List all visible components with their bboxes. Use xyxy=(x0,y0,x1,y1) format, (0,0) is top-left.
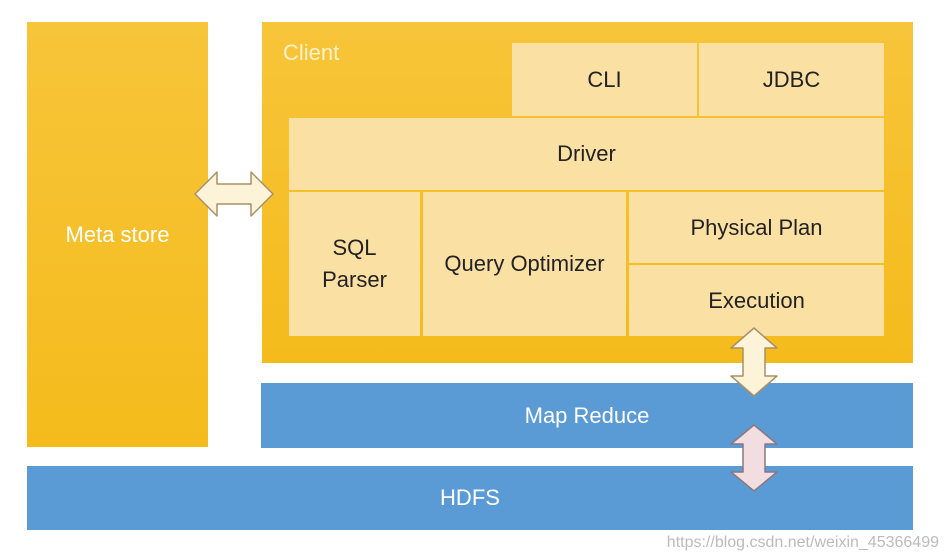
cli-label: CLI xyxy=(587,66,622,92)
mapreduce-hdfs-arrow-icon xyxy=(730,424,778,492)
cli-box: CLI xyxy=(512,43,697,116)
query-optimizer-box: Query Optimizer xyxy=(423,192,626,336)
hdfs-box: HDFS xyxy=(27,466,913,530)
jdbc-label: JDBC xyxy=(762,66,821,92)
execution-mapreduce-arrow-icon xyxy=(730,327,778,397)
execution-box: Execution xyxy=(629,265,884,336)
execution-label: Execution xyxy=(708,287,805,313)
client-label: Client xyxy=(283,40,340,65)
mapreduce-box: Map Reduce xyxy=(261,383,913,448)
driver-label: Driver xyxy=(557,141,616,166)
mapreduce-label: Map Reduce xyxy=(524,402,650,428)
sql-parser-label-line2: Parser xyxy=(322,267,387,292)
sql-parser-box: SQL Parser xyxy=(289,192,420,336)
metastore-label: Meta store xyxy=(65,221,170,247)
jdbc-box: JDBC xyxy=(699,43,884,116)
physical-plan-box: Physical Plan xyxy=(629,192,884,263)
metastore-client-arrow-icon xyxy=(194,171,274,217)
query-optimizer-label: Query Optimizer xyxy=(444,251,605,276)
watermark-text: https://blog.csdn.net/weixin_45366499 xyxy=(666,534,939,551)
metastore-box: Meta store xyxy=(27,22,208,447)
hdfs-label: HDFS xyxy=(440,485,500,510)
physical-plan-label: Physical Plan xyxy=(690,214,823,240)
driver-box: Driver xyxy=(289,118,884,190)
sql-parser-label-line1: SQL xyxy=(332,235,377,260)
